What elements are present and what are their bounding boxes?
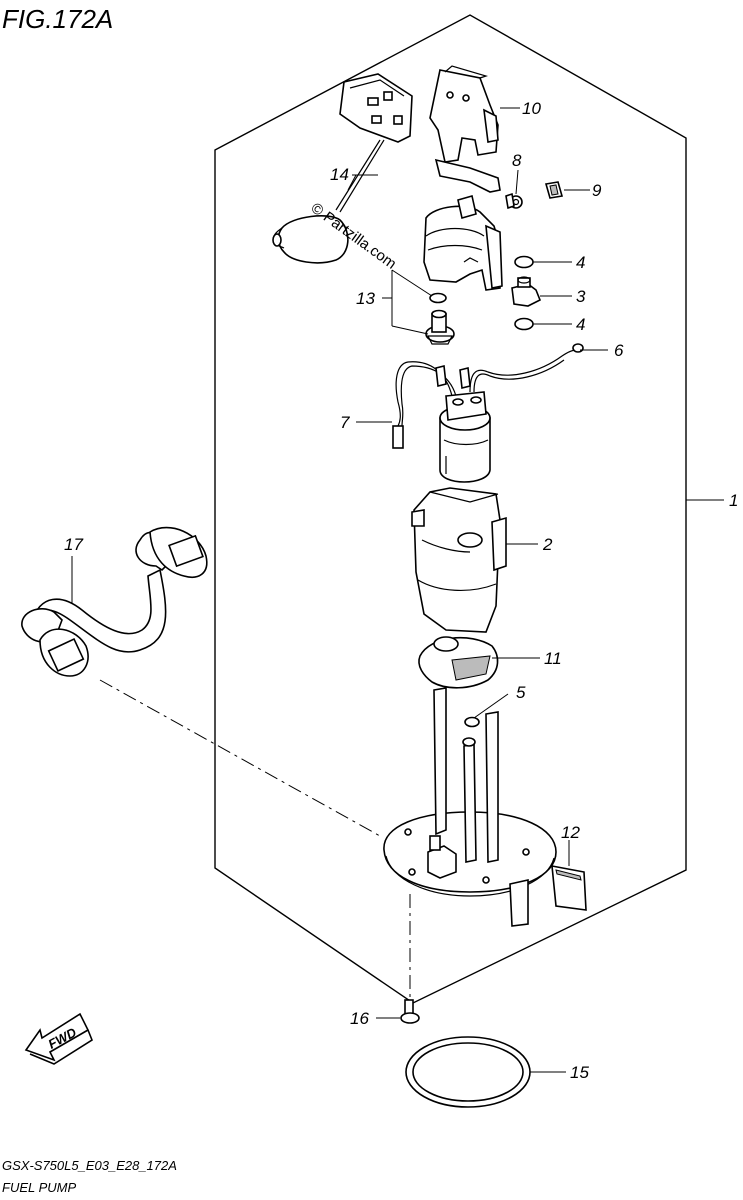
model-code: GSX-S750L5_E03_E28_172A: [2, 1158, 177, 1173]
callout-8: 8: [512, 151, 522, 170]
section-name: FUEL PUMP: [2, 1180, 76, 1195]
assembly-boundary: [214, 14, 687, 1004]
callout-1: 1: [729, 491, 738, 510]
part-9-clip[interactable]: [544, 181, 564, 199]
callout-2: 2: [542, 535, 553, 554]
part-11-fuel-filter[interactable]: [418, 636, 499, 689]
callout-6: 6: [614, 341, 624, 360]
callout-9: 9: [592, 181, 602, 200]
callout-7: 7: [340, 413, 350, 432]
part-12-pad[interactable]: [551, 865, 587, 911]
callout-11: 11: [544, 649, 562, 668]
part-16-bolt[interactable]: [400, 999, 420, 1024]
callout-3: 3: [576, 287, 586, 306]
fuel-pump-motor[interactable]: [439, 391, 491, 483]
part-14-fuel-level-gauge[interactable]: [272, 73, 413, 264]
callout-13: 13: [356, 289, 375, 308]
callout-4-lower: 4: [576, 315, 585, 334]
part-10-bracket[interactable]: [429, 65, 501, 193]
part-7-wire-harness[interactable]: [392, 361, 471, 449]
part-2-pump-case[interactable]: [411, 487, 507, 633]
fwd-direction-marker: FWD: [24, 1012, 93, 1065]
callout-17: 17: [64, 535, 83, 554]
part-5-o-ring[interactable]: [464, 716, 480, 728]
pump-base-plate[interactable]: [383, 687, 557, 927]
part-3-fitting[interactable]: [511, 276, 542, 307]
part-8-bolt[interactable]: [505, 192, 523, 210]
figure-title: FIG.172A: [2, 4, 113, 34]
callout-15: 15: [570, 1063, 589, 1082]
callout-5: 5: [516, 683, 526, 702]
callout-10: 10: [522, 99, 541, 118]
part-4-o-ring-upper[interactable]: [514, 255, 534, 269]
alignment-line-hose: [99, 679, 381, 837]
part-17-fuel-hose[interactable]: [21, 526, 208, 677]
callout-4-upper: 4: [576, 253, 585, 272]
part-4-o-ring-lower[interactable]: [514, 317, 534, 331]
callout-16: 16: [350, 1009, 369, 1028]
callout-12: 12: [561, 823, 580, 842]
pump-upper-housing[interactable]: [423, 194, 503, 291]
part-6-wire-harness[interactable]: [469, 343, 584, 393]
leader-lines: [71, 107, 724, 1073]
part-15-gasket[interactable]: [405, 1036, 531, 1108]
part-13-pressure-regulator[interactable]: [425, 292, 455, 345]
callout-14: 14: [330, 165, 349, 184]
